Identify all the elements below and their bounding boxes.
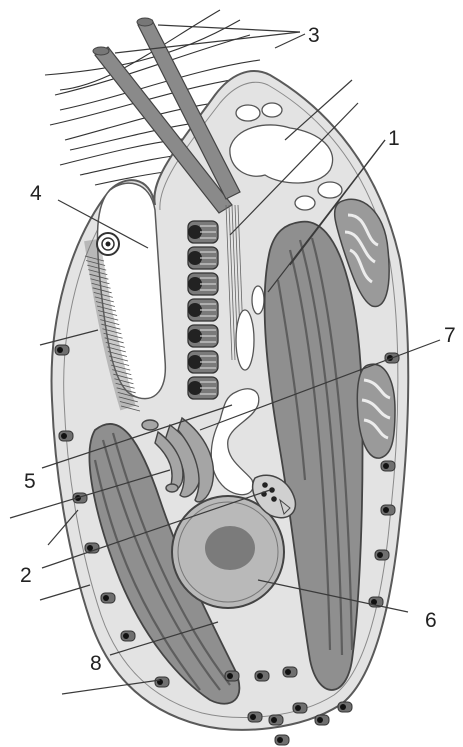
mucocyst: [55, 345, 69, 355]
mucocyst: [255, 671, 269, 681]
paraflagellar-body: [188, 325, 218, 347]
label-8: 8: [90, 652, 102, 675]
mucocyst: [225, 671, 239, 681]
mucocyst: [315, 715, 329, 725]
mucocyst: [375, 550, 389, 560]
mucocyst: [381, 461, 395, 471]
paraflagellar-body: [188, 377, 218, 399]
label-6: 6: [425, 609, 437, 632]
label-4: 4: [30, 182, 42, 205]
mucocyst: [101, 593, 115, 603]
paraflagellar-body: [188, 247, 218, 269]
mucocyst: [269, 715, 283, 725]
nucleolus: [205, 526, 255, 570]
label-3: 3: [308, 24, 320, 47]
mucocyst: [155, 677, 169, 687]
mucocyst: [59, 431, 73, 441]
paraflagellar-body: [188, 273, 218, 295]
paraflagellar-body: [188, 351, 218, 373]
mucocyst: [121, 631, 135, 641]
paraflagellar-body: [188, 299, 218, 321]
paraflagellar-body: [188, 221, 218, 243]
label-1: 1: [388, 127, 400, 150]
mucocyst: [275, 735, 289, 745]
label-2: 2: [20, 564, 32, 587]
mucocyst: [381, 505, 395, 515]
mucocyst: [338, 702, 352, 712]
label-5: 5: [24, 470, 36, 493]
paraflagellar-bodies: [188, 221, 218, 399]
label-7: 7: [444, 324, 456, 347]
mucocyst: [283, 667, 297, 677]
mucocyst: [248, 712, 262, 722]
mucocyst: [293, 703, 307, 713]
